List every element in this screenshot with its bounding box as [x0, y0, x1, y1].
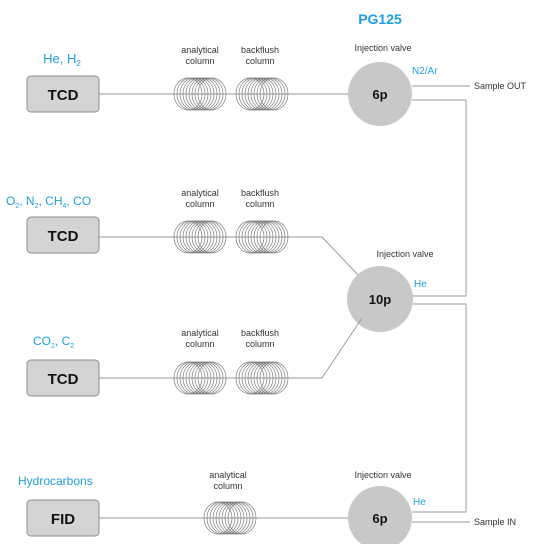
valve-label-1: 6p [372, 87, 387, 102]
flow-line [99, 317, 363, 379]
valve-gas-1: N2/Ar [412, 66, 438, 77]
injection-valve-3 [348, 486, 412, 544]
coil-loop [259, 361, 289, 395]
flow-line [99, 236, 363, 280]
injection-valve-2 [347, 266, 413, 332]
coil-loop [227, 501, 257, 535]
detector-box-2 [26, 216, 100, 254]
flow-line [412, 99, 467, 297]
sample-in-label: Sample IN [474, 517, 516, 527]
analytical-column-coil [203, 501, 257, 535]
valve-label-2: 10p [369, 292, 391, 307]
sample-out-label: Sample OUT [474, 81, 527, 91]
valve-caption-2: Injection valve [376, 249, 433, 259]
valve-label-3: 6p [372, 511, 387, 526]
coil-loop [197, 77, 227, 111]
coil-loop [259, 77, 289, 111]
detector-label-2: TCD [48, 228, 79, 245]
valve-gas-2: He [414, 279, 427, 290]
gas-label-co2-c2: CO2, C2 [33, 334, 74, 350]
valve-gas-3: He [413, 497, 426, 508]
analytical-column-coil [173, 220, 227, 254]
diagram-title: PG125 [358, 11, 402, 27]
coil-loop [197, 220, 227, 254]
valve-caption-3: Injection valve [354, 470, 411, 480]
analytical-column-coil [173, 361, 227, 395]
backflush-column-coil [235, 77, 289, 111]
gas-label-hydrocarbons: Hydrocarbons [18, 474, 93, 488]
coil-loop [259, 220, 289, 254]
coil-loop [197, 361, 227, 395]
backflush-column-coil [235, 220, 289, 254]
detector-label-1: TCD [48, 87, 79, 104]
injection-valve-1 [348, 62, 412, 126]
backflush-column-coil [235, 361, 289, 395]
gas-label-he-h2: He, H2 [43, 51, 81, 68]
flow-line [412, 303, 467, 513]
detector-label-3: TCD [48, 371, 79, 388]
analytical-column-coil [173, 77, 227, 111]
detector-label-4: FID [51, 511, 75, 528]
valve-caption-1: Injection valve [354, 43, 411, 53]
gas-label-o2-n2-ch4-co: O2, N2, CH4, CO [6, 194, 91, 210]
